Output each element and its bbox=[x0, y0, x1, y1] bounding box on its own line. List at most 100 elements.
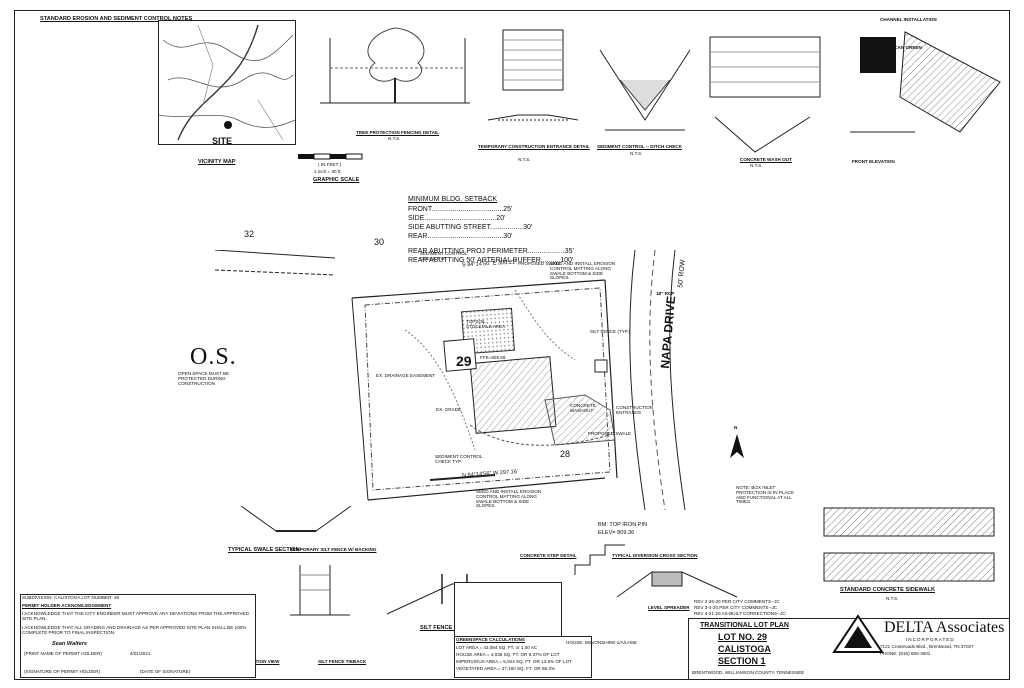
inlet-note: NOTE: BOX INLET PROTECTION IS IN PLACE A… bbox=[736, 485, 794, 505]
level-spreader-title: LEVEL SPREADER bbox=[648, 605, 690, 610]
washout-detail-scale: N.T.S. bbox=[750, 163, 763, 168]
silt-tieback-title: SILT FENCE TIEBACK bbox=[318, 659, 367, 664]
greenspace-lot-area: LOT AREA = 43,084 SQ. FT. or 1.00 AC bbox=[456, 645, 538, 650]
sidewalk-title: STANDARD CONCRETE SIDEWALK bbox=[840, 587, 935, 593]
ack-text-2: I ACKNOWLEDGE THAT ALL GRADING AND DRAIN… bbox=[22, 625, 247, 635]
graphic-scale-title: GRAPHIC SCALE bbox=[313, 177, 360, 183]
permit-block bbox=[20, 594, 256, 678]
washout-brand: NORTH AMERICAN GREEN bbox=[862, 45, 922, 50]
north-arrow-icon bbox=[730, 434, 744, 458]
open-space-note: OPEN SPACE MUST BE PROTECTED DURING CONS… bbox=[178, 371, 230, 386]
title-line-5: BRENTWOOD, WILLIAMSON COUNTY, TENNESSEE bbox=[692, 670, 805, 675]
print-label: (PRINT NAME OF PERMIT HOLDER) bbox=[24, 651, 102, 656]
graphic-scale-bar bbox=[298, 153, 363, 160]
setback-side-street: SIDE ABUTTING STREET.................30' bbox=[408, 224, 533, 231]
sheet-frame bbox=[14, 10, 1010, 680]
lot-32-label: 32 bbox=[244, 229, 255, 239]
concrete-washout-detail bbox=[709, 31, 1001, 153]
vicinity-label: VICINITY MAP bbox=[198, 159, 236, 165]
seed-mat-label-2: SEED AND INSTALL EROSION CONTROL MATTING… bbox=[476, 489, 542, 509]
construction-entrance-label: CONSTRUCTION ENTRANCE bbox=[616, 405, 654, 415]
title-line-4: SECTION 1 bbox=[718, 656, 766, 666]
proposed-swale-label-2: PROPOSED SWALE bbox=[588, 431, 632, 436]
setback-rear-arterial: REAR ABUTTING 50' ARTERIAL BUFFER.......… bbox=[408, 257, 574, 264]
setback-side: SIDE....................................… bbox=[408, 215, 506, 222]
concrete-step-drawing bbox=[574, 544, 625, 575]
silt-fence-label: SILT FENCE (TYP.) bbox=[590, 329, 631, 334]
setback-rear: REAR....................................… bbox=[408, 233, 513, 240]
greenspace-block bbox=[454, 636, 592, 678]
washout-front-label: FRONT ELEVATION bbox=[852, 159, 895, 164]
construction-entrance-detail bbox=[487, 29, 579, 121]
swale-section-title: TYPICAL SWALE SECTION bbox=[228, 547, 300, 553]
graphic-scale-ratio: 1 inch = 30 ft. bbox=[314, 169, 342, 174]
sidewalk-scale: N.T.S. bbox=[886, 596, 899, 601]
diversion-section-drawing bbox=[616, 571, 738, 598]
setback-rear-perimeter: REAR ABUTTING PROJ PERIMETER............… bbox=[408, 248, 574, 255]
date-value: 4/01/2021 bbox=[130, 651, 151, 656]
open-space-label: O.S. bbox=[190, 344, 237, 370]
sidewalk-detail-drawing bbox=[823, 507, 995, 582]
title-line-3: CALISTOGA bbox=[718, 644, 771, 654]
silt-fence-backing-title: TEMPORARY SILT FENCE W/ BACKING bbox=[290, 547, 377, 552]
site-label: SITE bbox=[212, 136, 233, 146]
date-label: (DATE OF SIGNATURE) bbox=[140, 669, 191, 674]
greenspace-impervious: IMPERVIOUS AREA = 5,924 SQ. FT. OR 13.8%… bbox=[456, 659, 572, 664]
entrance-detail-title: TEMPORARY CONSTRUCTION ENTRANCE DETAIL bbox=[478, 144, 590, 149]
firm-name: DELTA Associates bbox=[884, 619, 1005, 636]
bm-label: BM: TOP IRON PIN bbox=[598, 522, 648, 528]
lot-29-label: 29 bbox=[456, 353, 472, 369]
greenspace-vegetated: VEGETATED AREA = 37,160 SQ. FT. OR 86.2% bbox=[456, 666, 556, 671]
sediment-check-label-2: SEDIMENT CONTROL CHECK TYP. bbox=[435, 454, 483, 464]
lot-30-label: 30 bbox=[374, 237, 385, 247]
silt-fence-backing-drawing bbox=[290, 565, 350, 616]
revision-2: REV 3-4-20 PER CITY COMMENTS--JC bbox=[694, 605, 778, 610]
vicinity-map bbox=[158, 20, 296, 145]
title-line-2: LOT NO. 29 bbox=[718, 632, 768, 642]
ditch-detail-title: SEDIMENT CONTROL -- DITCH CHECK bbox=[597, 144, 682, 149]
greenspace-house-area: HOUSE AREA = 4,035 SQ. FT. OR 9.37% OF L… bbox=[456, 652, 560, 657]
graphic-scale-unit: ( IN FEET ) bbox=[318, 162, 342, 167]
lot-28-label: 28 bbox=[560, 449, 571, 459]
site-plan-drawing bbox=[215, 250, 686, 510]
entrance-detail-scale: N.T.S. bbox=[518, 157, 531, 162]
seed-mat-label: SEED AND INSTALL EROSION CONTROL MATTING… bbox=[550, 261, 616, 281]
firm-phone: PHONE: (615) 850-3501 bbox=[880, 651, 931, 656]
revision-3: REV 4-21-20 AS-BUILT CORRECTIONS--JC bbox=[694, 611, 786, 616]
signer-name: Sean Walters bbox=[52, 641, 88, 647]
swale-section-drawing bbox=[240, 505, 352, 532]
title-line-1: TRANSITIONAL LOT PLAN bbox=[700, 622, 789, 629]
house-name: HOUSE: DEVONSHIRE-1/A/LHSE bbox=[566, 640, 637, 645]
tree-detail-title: TREE PROTECTION FENCING DETAIL bbox=[356, 130, 440, 135]
sediment-check-label: SEDIMENT CONTROL CHECK TYP. bbox=[420, 251, 468, 261]
proposed-swale-label: PROPOSED SWALE bbox=[518, 261, 562, 266]
topsoil-label: TOPSOIL STOCKPILE AREA bbox=[466, 319, 506, 329]
washout-detail-title: CONCRETE WASH OUT bbox=[740, 157, 792, 162]
ditch-detail-scale: N.T.S. bbox=[630, 151, 643, 156]
ack-text-1: I ACKNOWLEDGE THAT THE CITY ENGINEER MUS… bbox=[22, 611, 249, 621]
ex-grade-label: EX. GRADE bbox=[436, 407, 462, 412]
concrete-step-title: CONCRETE STEP DETAIL bbox=[520, 553, 577, 558]
setback-front: FRONT...................................… bbox=[408, 206, 513, 213]
firm-address: 7121 Crossroads Blvd., Brentwood, TN 370… bbox=[880, 644, 974, 649]
ex-drainage-label: EX. DRAINAGE EASEMENT bbox=[376, 373, 436, 378]
diversion-title: TYPICAL DIVERSION CROSS SECTION bbox=[612, 553, 698, 558]
concrete-washout-label: CONCRETE WASHOUT bbox=[570, 403, 596, 413]
tree-protection-detail bbox=[320, 27, 470, 104]
firm-sub: INCORPORATED bbox=[906, 637, 955, 642]
notes-title: STANDARD EROSION AND SEDIMENT CONTROL NO… bbox=[40, 16, 193, 22]
greenspace-title: GREENSPACE CALCULATIONS bbox=[456, 637, 525, 642]
delta-logo-icon bbox=[832, 614, 884, 653]
section-view-label: SECTION VIEW bbox=[246, 659, 280, 664]
ffe-label: FFE=809.58 bbox=[480, 355, 506, 360]
elev-label: ELEV= 809.36 bbox=[598, 530, 635, 536]
revision-1: REV 2-26-20 PER CITY COMMENTS--JC bbox=[694, 599, 780, 604]
signature-label: (SIGNATURE OF PERMIT HOLDER) bbox=[24, 669, 101, 674]
permit-ack-title: PERMIT HOLDER ACKNOWLEDGEMENT bbox=[22, 603, 112, 608]
rcp-label: 18" RCP bbox=[656, 291, 675, 296]
north-label: N bbox=[734, 425, 738, 430]
ditch-check-detail bbox=[599, 49, 691, 131]
subdivision-line: SUBDIVISION: CALISTOGA LOT NUMBER: 29 bbox=[22, 595, 120, 600]
washout-channel-label: CHANNEL INSTALLATION bbox=[880, 17, 937, 22]
